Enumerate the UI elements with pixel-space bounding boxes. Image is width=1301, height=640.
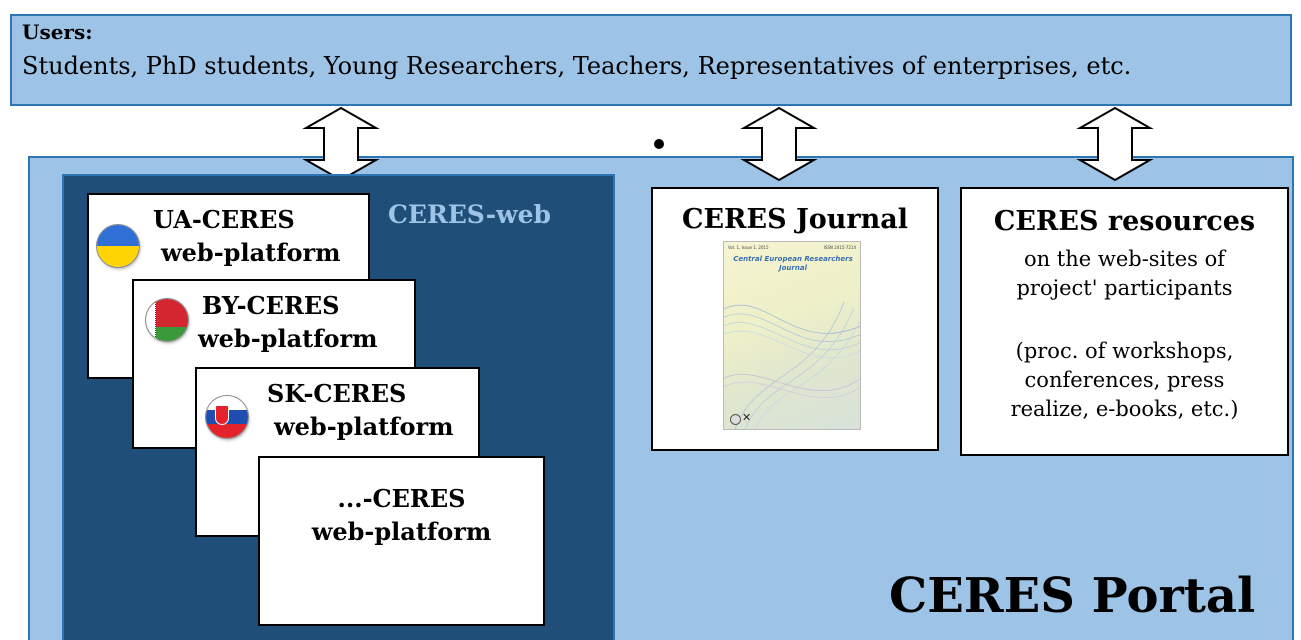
platform-name: ...-CERES: [337, 484, 466, 513]
cover-issn: ISSN 2415-7214: [823, 245, 856, 250]
users-box: [10, 14, 1292, 106]
platform-type: web-platform: [161, 238, 341, 267]
platform-name: UA-CERES: [153, 205, 295, 234]
publisher-logo-icon: ✕: [742, 411, 752, 424]
resources-line: realize, e-books, etc.): [1010, 397, 1239, 421]
ceres-resources-box: [960, 187, 1289, 456]
cover-title: Central European Researchers: [733, 255, 853, 263]
portal-title: CERES Portal: [889, 568, 1256, 624]
double-arrow-icon: [302, 106, 380, 182]
resources-line: conferences, press: [1024, 368, 1225, 392]
platform-type: web-platform: [198, 324, 378, 353]
platform-type: web-platform: [274, 412, 454, 441]
bullet-dot: [654, 139, 664, 149]
users-description: Students, PhD students, Young Researcher…: [22, 52, 1132, 80]
slovakia-flag-icon: [206, 396, 248, 438]
resources-title: CERES resources: [993, 206, 1256, 237]
platform-name: SK-CERES: [267, 379, 407, 408]
cover-title-journal: Journal: [779, 264, 807, 272]
platform-type: web-platform: [311, 517, 492, 546]
double-arrow-icon: [740, 106, 818, 182]
ukraine-flag-icon: [97, 225, 139, 267]
journal-title: CERES Journal: [681, 204, 908, 235]
platform-name: BY-CERES: [202, 291, 340, 320]
double-arrow-icon: [1076, 106, 1154, 182]
ceres-web-title: CERES-web: [388, 200, 552, 229]
cover-issue: Vol. 1, Issue 1, 2015: [728, 245, 769, 250]
cover-wave-art: [724, 301, 860, 429]
resources-line: on the web-sites of: [1023, 247, 1226, 271]
users-title: Users:: [22, 20, 93, 44]
journal-cover-image: Vol. 1, Issue 1, 2015 ISSN 2415-7214 Cen…: [723, 241, 861, 430]
resources-line: project' participants: [1016, 276, 1233, 300]
platform-card-other: ...-CERES web-platform: [258, 456, 545, 626]
university-seal-icon: [730, 414, 741, 425]
resources-line: (proc. of workshops,: [1015, 339, 1234, 363]
belarus-flag-icon: [146, 299, 188, 341]
